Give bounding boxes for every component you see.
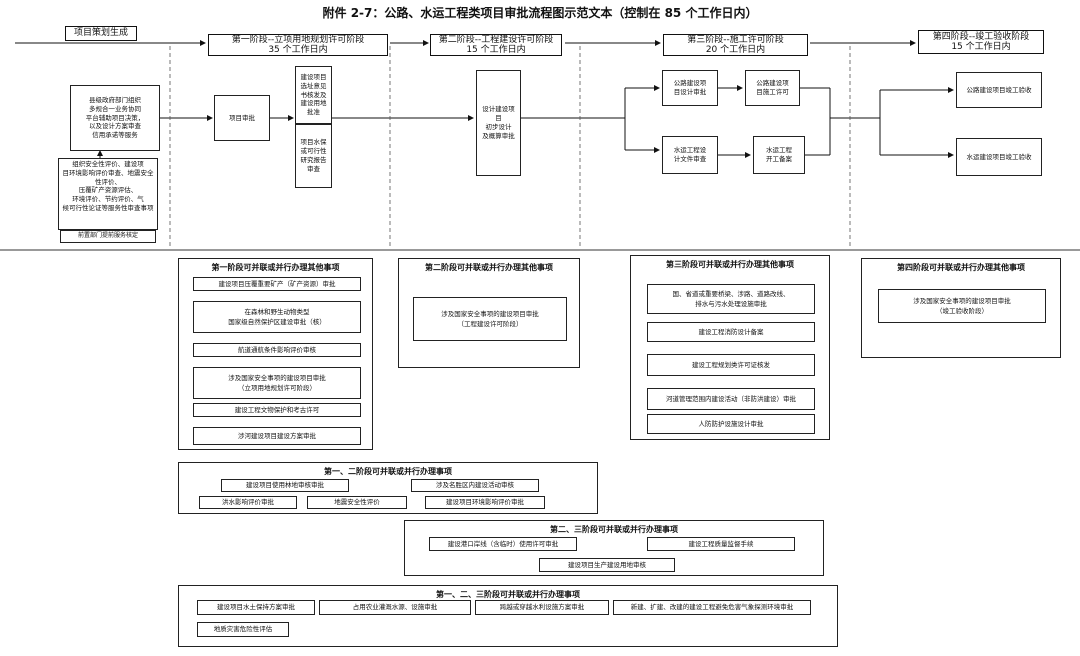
feasibility-review-box: 项目水保 或可行性 研究报告 审查 [295,124,332,188]
panel-item: 在森林和野生动物类型 国家级自然保护区建设审批（核） [193,301,361,333]
panel-stage-2: 第二阶段可并联或并行办理其他事项 涉及国家安全事项的建设项目审批 （工程建设许可… [398,258,580,368]
pre-evaluation-sub-box: 前置部门提前服务核定 [60,230,156,243]
panel-title: 第一、二、三阶段可并联或并行办理事项 [436,590,580,599]
panel-stage-3: 第三阶段可并联或并行办理其他事项 国、省道或重要桥梁、涉路、道路改线、 排水与污… [630,255,830,440]
panel-item: 建设项目压覆重要矿产（矿产资源）审批 [193,277,361,291]
panel-title: 第一、二阶段可并联或并行办理事项 [324,467,452,476]
water-permit-box: 水运工程 开工备案 [753,136,805,174]
panel-item: 地震安全性评价 [307,496,407,509]
panel-item: 涉及国家安全事项的建设项目审批 （竣工验收阶段） [878,289,1046,323]
stage-2-box: 第二阶段--工程建设许可阶段 15 个工作日内 [430,34,562,56]
panel-item: 建设项目环境影响评价审批 [425,496,545,509]
panel-stages-1-2-3: 第一、二、三阶段可并联或并行办理事项 建设项目水土保持方案审批 占用农业灌溉水源… [178,585,838,647]
stage-1-box: 第一阶段--立项用地规划许可阶段 35 个工作日内 [208,34,388,56]
panel-item: 跨越或穿越水利设施方案审批 [475,600,609,615]
panel-item: 建设工程规划类许可证核发 [647,354,815,376]
water-acceptance-box: 水运建设项目竣工验收 [956,138,1042,176]
panel-stages-2-3: 第二、三阶段可并联或并行办理事项 建设港口岸线（含临时）使用许可审批 建设工程质… [404,520,824,576]
panel-stage-1: 第一阶段可并联或并行办理其他事项 建设项目压覆重要矿产（矿产资源）审批 在森林和… [178,258,373,450]
panel-item: 涉及名胜区内建设活动审核 [411,479,539,492]
panel-item: 建设港口岸线（含临时）使用许可审批 [429,537,577,551]
panel-item: 建设工程文物保护和考古许可 [193,403,361,417]
panel-item: 地质灾害危险性评估 [197,622,289,637]
panel-item: 国、省道或重要桥梁、涉路、道路改线、 排水与污水处理设施审批 [647,284,815,314]
land-use-box: 建设项目 选址意见 书核发及 建设用地 批准 [295,66,332,124]
panel-title: 第一阶段可并联或并行办理其他事项 [211,263,340,272]
panel-title: 第四阶段可并联或并行办理其他事项 [897,263,1025,272]
road-acceptance-box: 公路建设项目竣工验收 [956,72,1042,108]
panel-title: 第三阶段可并联或并行办理其他事项 [666,260,794,269]
panel-item: 建设项目水土保持方案审批 [197,600,315,615]
panel-item: 洪水影响评价审批 [199,496,297,509]
panel-item: 涉及国家安全事项的建设项目审批 （工程建设许可阶段） [413,297,567,341]
panel-item: 占用农业灌溉水源、设施审批 [319,600,471,615]
panel-item: 航道通航条件影响评价审核 [193,343,361,357]
page-title: 附件 2-7：公路、水运工程类项目审批流程图示范文本（控制在 85 个工作日内） [322,6,758,20]
preliminary-design-box: 设计建设项目 初步设计 及概算审批 [476,70,521,176]
panel-item: 涉及国家安全事项的建设项目审批 （立项用地规划许可阶段） [193,367,361,399]
panel-item: 新建、扩建、改建的建设工程避免危害气象探测环境审批 [613,600,811,615]
pre-planning-box: 县级政府部门组织 多规合一业务协同 平台辅助项目决策， 以及设计方案审查 信用承… [70,85,160,151]
panel-item: 建设工程消防设计备案 [647,322,815,342]
panel-title: 第二、三阶段可并联或并行办理事项 [550,525,678,534]
pre-evaluation-box: 组织安全性评价、建设项 目环境影响评价审查、地震安全性评价、 压覆矿产资源评估、… [58,158,158,230]
road-permit-box: 公路建设项 目施工许可 [745,70,800,106]
panel-title: 第二阶段可并联或并行办理其他事项 [425,263,553,272]
water-design-box: 水运工程设 计文件审查 [662,136,718,174]
panel-stages-1-2: 第一、二阶段可并联或并行办理事项 建设项目使用林地审核审批 涉及名胜区内建设活动… [178,462,598,514]
stage-3-box: 第三阶段--施工许可阶段 20 个工作日内 [663,34,808,56]
panel-stage-4: 第四阶段可并联或并行办理其他事项 涉及国家安全事项的建设项目审批 （竣工验收阶段… [861,258,1061,358]
panel-item: 人防防护设施设计审批 [647,414,815,434]
panel-item: 建设项目使用林地审核审批 [221,479,349,492]
road-design-box: 公路建设项 目设计审批 [662,70,718,106]
panel-item: 涉河建设项目建设方案审批 [193,427,361,445]
panel-item: 河道管理范围内建设活动（非防洪建设）审批 [647,388,815,410]
project-approval-box: 项目审批 [214,95,270,141]
panel-item: 建设项目生产建设用地审核 [539,558,675,572]
stage-4-box: 第四阶段--竣工验收阶段 15 个工作日内 [918,30,1044,54]
start-box: 项目策划生成 [65,26,137,41]
panel-item: 建设工程质量监督手续 [647,537,795,551]
